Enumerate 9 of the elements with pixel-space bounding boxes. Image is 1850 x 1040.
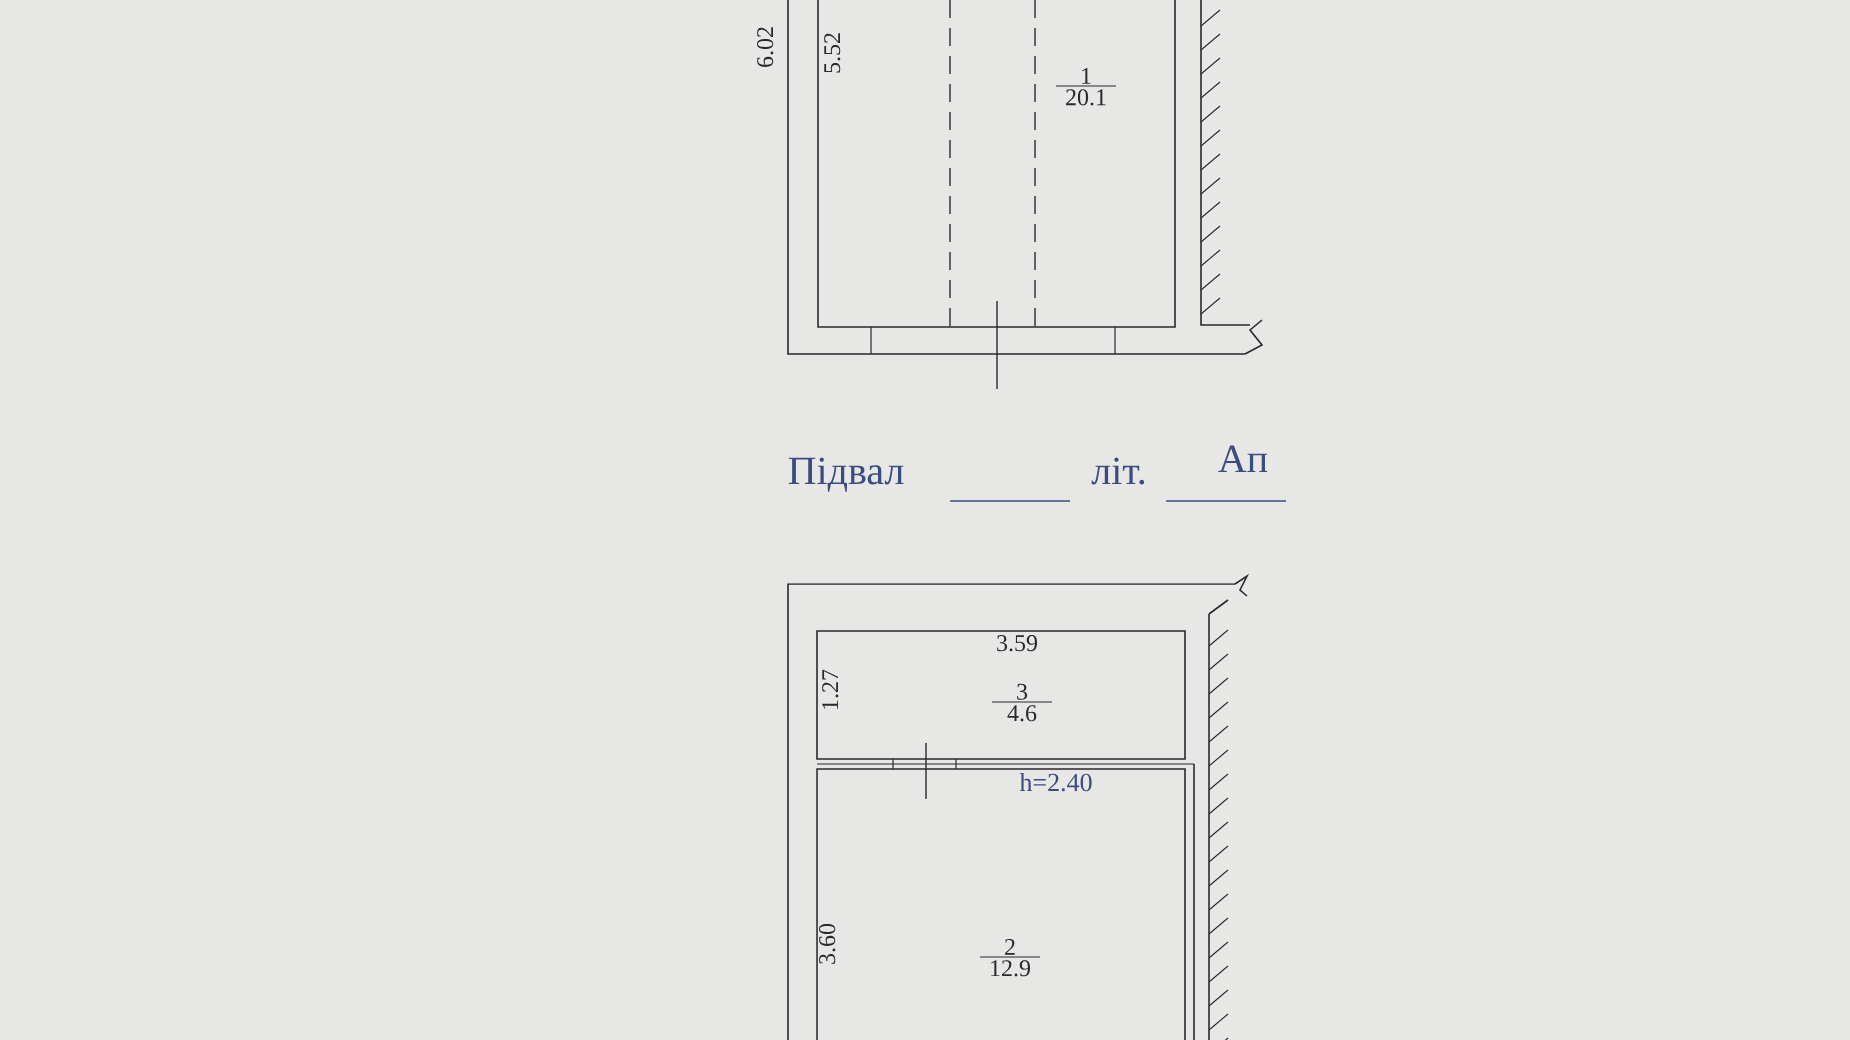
dimension-text: 3.60 [819, 923, 836, 964]
title-text: Підвал [788, 457, 904, 492]
title-text: літ. [1091, 457, 1145, 485]
dimension-text: 5.52 [824, 33, 841, 73]
title-text: Ап [1218, 445, 1268, 472]
dimension-text: 1.27 [822, 669, 839, 709]
height-text: h=2.40 [1019, 772, 1092, 792]
dimension-text: 3.59 [997, 635, 1037, 652]
dimension-text: 6.02 [757, 27, 774, 67]
